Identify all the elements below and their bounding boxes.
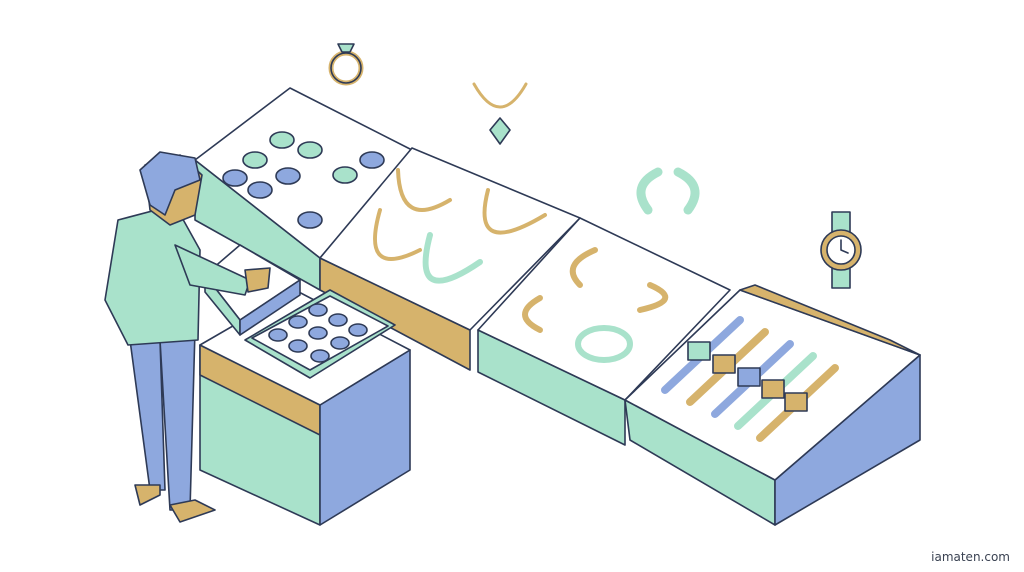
watch-icon xyxy=(820,211,862,289)
bracelet-icon xyxy=(636,167,700,215)
ring-icon xyxy=(328,43,364,86)
front-display-case xyxy=(199,244,411,526)
watermark: iamaten.com xyxy=(931,550,1010,564)
bracelets-counter xyxy=(477,217,731,446)
shopper xyxy=(104,151,271,523)
watches-counter xyxy=(624,284,921,526)
necklace-icon xyxy=(472,82,528,145)
necklaces-counter xyxy=(319,147,581,371)
